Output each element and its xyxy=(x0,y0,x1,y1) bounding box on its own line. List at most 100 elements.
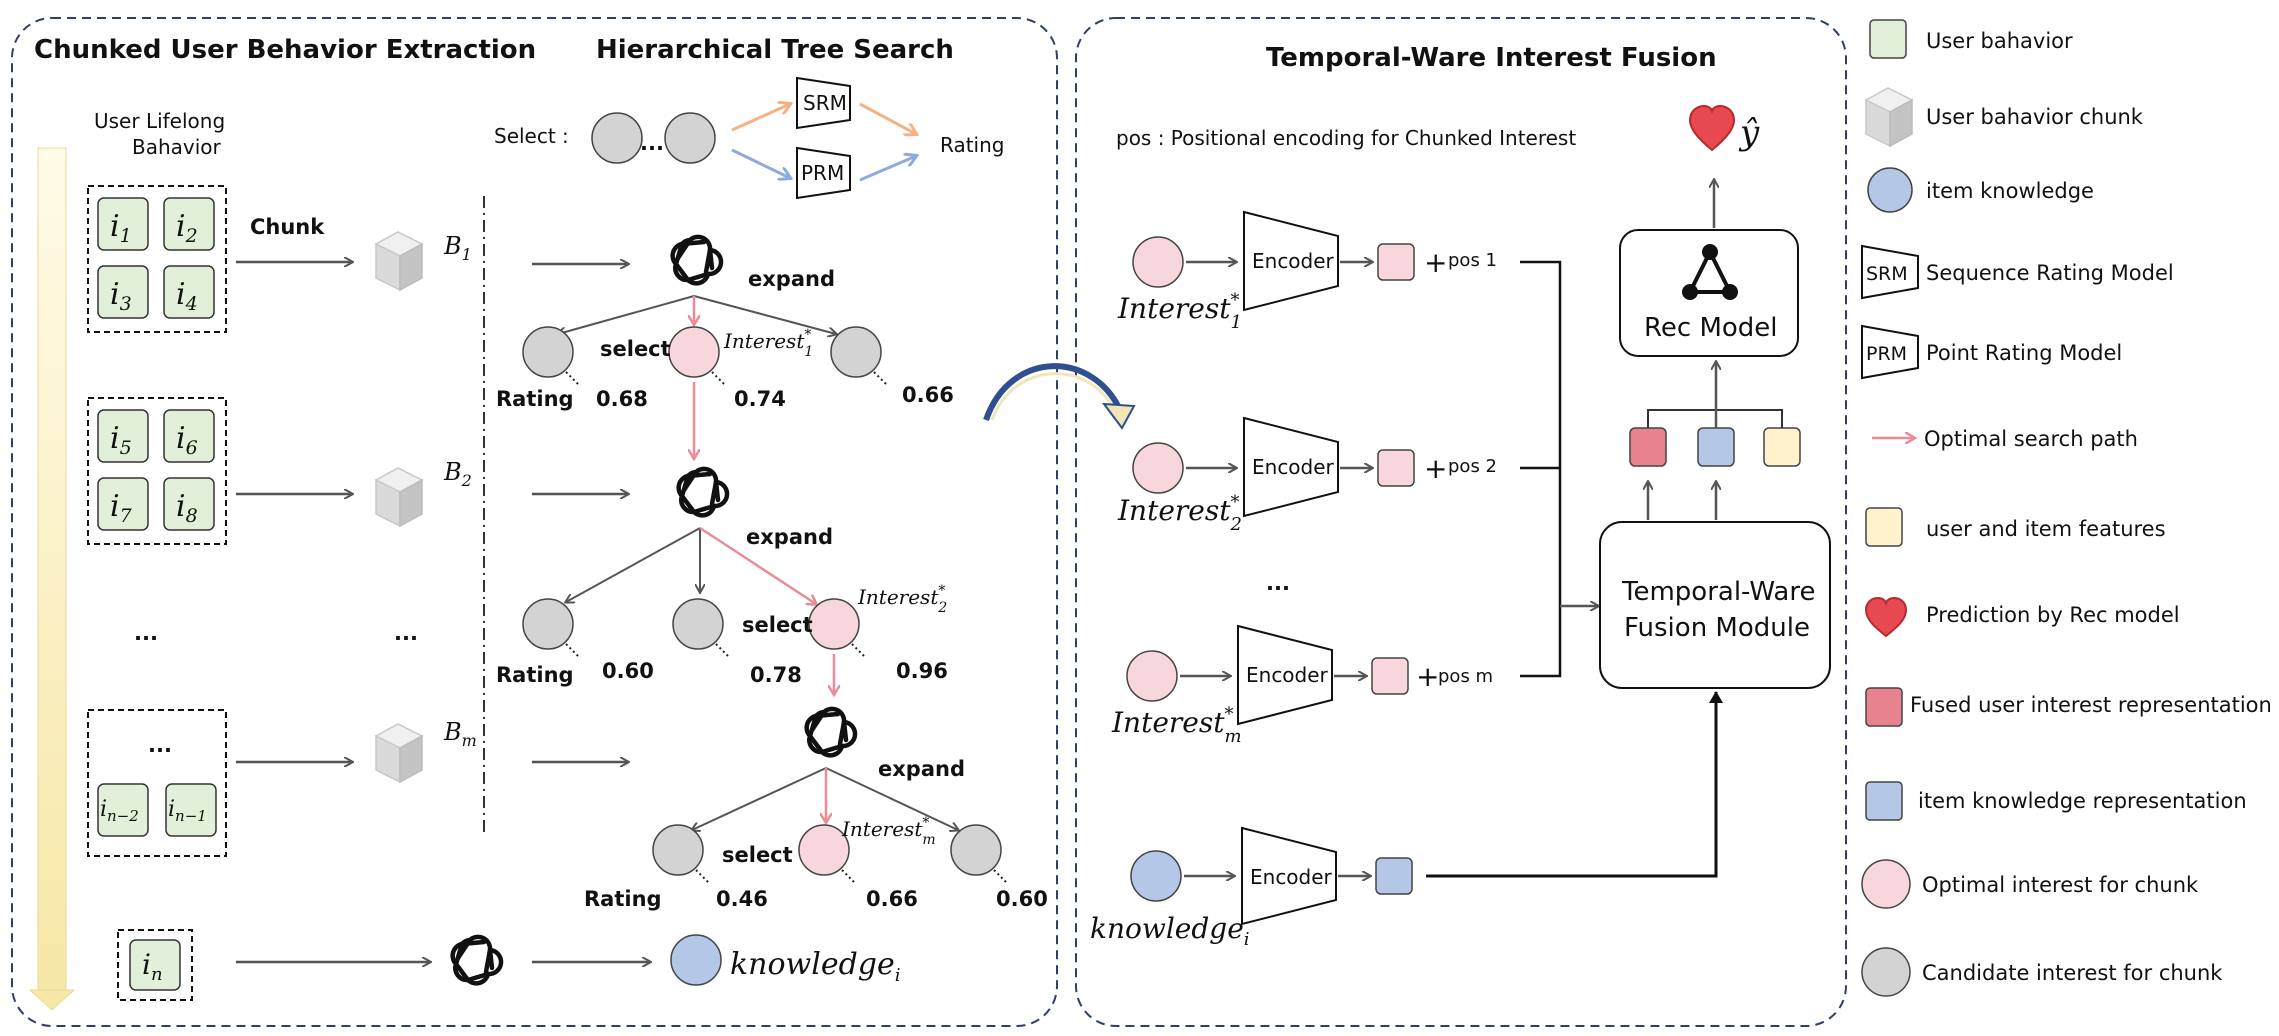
svg-text:Encoder: Encoder xyxy=(1252,455,1335,479)
arrow-srm-rating xyxy=(859,102,916,134)
legend-label-optimal: Optimal interest for chunk xyxy=(1922,873,2199,897)
knowledge-circle-fusion xyxy=(1130,850,1182,902)
legend-label-prediction: Prediction by Rec model xyxy=(1926,603,2180,627)
candidate-circle xyxy=(830,326,882,378)
score-1-2: 0.74 xyxy=(734,387,786,411)
lifelong-label-2: Bahavior xyxy=(132,135,222,159)
llm-icon xyxy=(679,469,727,515)
dots-left: ... xyxy=(134,621,158,645)
legend-swatch-features xyxy=(1865,507,1903,547)
legend-label-srm: Sequence Rating Model xyxy=(1926,261,2174,285)
legend-label-prm: Point Rating Model xyxy=(1926,341,2122,365)
dots-fusion: ... xyxy=(1266,571,1290,595)
prediction-yhat: ŷ xyxy=(1738,113,1760,153)
interest-rep-2 xyxy=(1377,449,1415,487)
legend-swatch-behavior xyxy=(1869,19,1907,59)
behavior-chunk-group-1: i1 i2 i3 i4 xyxy=(87,185,227,333)
interest-label-1: Interest*1 xyxy=(723,327,813,360)
score-3-1: 0.46 xyxy=(716,887,768,911)
interest-label-2: Interest*2 xyxy=(857,583,947,616)
score-2-1: 0.60 xyxy=(602,659,654,683)
legend-cube-icon xyxy=(1865,87,1913,147)
legend-heart-icon xyxy=(1864,596,1908,638)
interest-rep-1 xyxy=(1377,243,1415,281)
rating-top-label: Rating xyxy=(940,133,1004,157)
expand-label-2: expand xyxy=(746,525,833,549)
title-fusion: Temporal-Ware Interest Fusion xyxy=(1266,43,1717,73)
select-label-1: select xyxy=(600,337,671,361)
score-3-3: 0.60 xyxy=(996,887,1048,911)
interest-label-f2: Interest*2 xyxy=(1117,492,1242,535)
chunk-label-bm: Bm xyxy=(443,718,477,750)
score-1-3: 0.66 xyxy=(902,383,954,407)
chunk-cube-1 xyxy=(375,231,423,291)
knowledge-label: knowledgei xyxy=(730,947,901,986)
candidate-circle xyxy=(522,326,574,378)
svg-text:PRM: PRM xyxy=(1866,343,1907,365)
arrow-to-prm xyxy=(731,148,790,178)
chunk-cube-2 xyxy=(375,467,423,527)
timeline-arrow xyxy=(28,147,76,1011)
svg-text:i5: i5 xyxy=(110,421,132,459)
encoder-1 xyxy=(1243,210,1339,312)
optimal-circle xyxy=(668,326,720,378)
score-2-3: 0.96 xyxy=(896,659,948,683)
fusion-panel xyxy=(1075,17,1847,1027)
svg-text:+: + xyxy=(1424,246,1447,279)
pos-label-m: pos m xyxy=(1438,666,1493,687)
select-label-3: select xyxy=(722,843,793,867)
optimal-circle xyxy=(798,824,850,876)
chunk-label-b2: B2 xyxy=(443,458,472,490)
svg-text:...: ... xyxy=(640,131,664,155)
encoder-m xyxy=(1237,624,1333,726)
svg-text:Encoder: Encoder xyxy=(1252,249,1335,273)
svg-text:i1: i1 xyxy=(110,209,132,247)
legend-label-knowledge-rep: item knowledge representation xyxy=(1918,789,2247,813)
behavior-item-n: in xyxy=(117,929,193,1001)
prm-trapezoid xyxy=(796,146,851,200)
item-knowledge-rep xyxy=(1697,427,1735,467)
legend: User bahavior User bahavior chunk item k… xyxy=(1861,19,2272,997)
encoder-knowledge xyxy=(1241,826,1337,926)
extraction-search-panel xyxy=(11,17,1058,1027)
expand-label-3: expand xyxy=(878,757,965,781)
rating-label-1: Rating xyxy=(496,387,574,411)
legend-srm-icon xyxy=(1861,244,1919,300)
optimal-circle xyxy=(808,598,860,650)
arrow-to-srm xyxy=(731,104,790,132)
interest-label-fm: Interest*m xyxy=(1111,704,1242,747)
chunk-label: Chunk xyxy=(250,215,325,239)
svg-text:i7: i7 xyxy=(110,489,133,527)
expand-label-1: expand xyxy=(748,267,835,291)
svg-text:in−1: in−1 xyxy=(168,797,207,825)
legend-label-fused: Fused user interest representation xyxy=(1910,693,2272,717)
svg-text:in: in xyxy=(142,948,163,985)
lifelong-label-1: User Lifelong xyxy=(94,109,225,133)
candidate-circle xyxy=(522,598,574,650)
legend-swatch-optimal xyxy=(1861,859,1911,909)
interest-label-f1: Interest*1 xyxy=(1117,290,1242,333)
prm-label: PRM xyxy=(801,161,844,185)
fusion-module-line1: Temporal-Ware xyxy=(1621,577,1815,607)
legend-label-features: user and item features xyxy=(1926,517,2166,541)
knowledge-circle xyxy=(670,934,722,986)
rating-label-3: Rating xyxy=(584,887,662,911)
pos-label-1: pos 1 xyxy=(1448,250,1497,271)
llm-icon xyxy=(453,937,501,983)
knowledge-label-fusion: knowledgei xyxy=(1090,912,1250,950)
dots-chunks: ... xyxy=(394,621,418,645)
behavior-chunk-group-m: ... in−2 in−1 xyxy=(87,709,227,857)
svg-text:SRM: SRM xyxy=(1866,263,1908,285)
knowledge-rep xyxy=(1375,857,1413,895)
title-extraction: Chunked User Behavior Extraction xyxy=(34,35,536,65)
svg-text:in−2: in−2 xyxy=(100,797,139,825)
llm-icon xyxy=(807,709,855,755)
srm-label: SRM xyxy=(803,91,847,115)
select-label-2: select xyxy=(742,613,813,637)
svg-text:Encoder: Encoder xyxy=(1246,663,1329,687)
behavior-chunk-group-2: i5 i6 i7 i8 xyxy=(87,397,227,545)
prediction-heart-icon xyxy=(1688,104,1736,152)
fused-interest-rep xyxy=(1629,427,1667,467)
svg-text:+: + xyxy=(1424,452,1447,485)
